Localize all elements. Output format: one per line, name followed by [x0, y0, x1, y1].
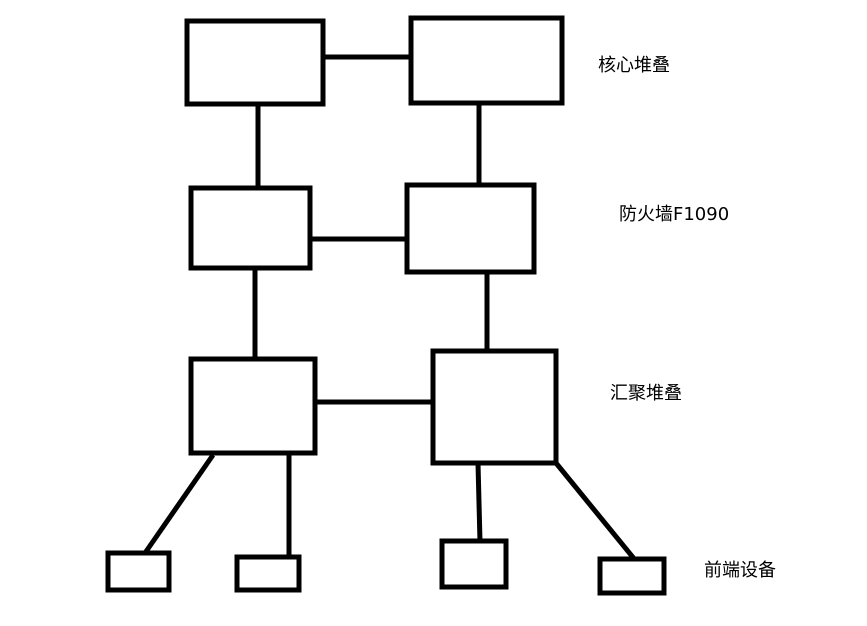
core-switch-left[interactable]: [184, 18, 326, 107]
aggregation-switch-left[interactable]: [188, 356, 318, 456]
aggregation-switch-right[interactable]: [430, 348, 559, 466]
firewall-right[interactable]: [404, 182, 537, 275]
layer-label-core: 核心堆叠: [598, 55, 670, 76]
link-aggregation-right-frontend-3: [475, 462, 483, 543]
link-aggregation-left-frontend-1: [142, 453, 216, 555]
frontend-device-3[interactable]: [439, 538, 509, 590]
layer-label-frontend: 前端设备: [704, 560, 776, 581]
frontend-device-1[interactable]: [105, 550, 172, 593]
layer-label-firewall: 防火墙F1090: [619, 204, 729, 225]
frontend-device-2[interactable]: [234, 554, 302, 593]
layer-labels: 核心堆叠 防火墙F1090 汇聚堆叠 前端设备: [598, 55, 776, 581]
links: [142, 54, 642, 568]
core-switch-right[interactable]: [408, 15, 565, 106]
aggregation-stack-layer: [188, 348, 559, 466]
frontend-device-layer: [105, 538, 667, 596]
firewall-layer: [188, 182, 537, 275]
firewall-left[interactable]: [188, 185, 313, 271]
frontend-device-4[interactable]: [597, 556, 667, 596]
link-aggregation-right-frontend-4: [554, 461, 642, 568]
core-stack-layer: [184, 15, 565, 107]
layer-label-aggregation: 汇聚堆叠: [610, 383, 682, 404]
